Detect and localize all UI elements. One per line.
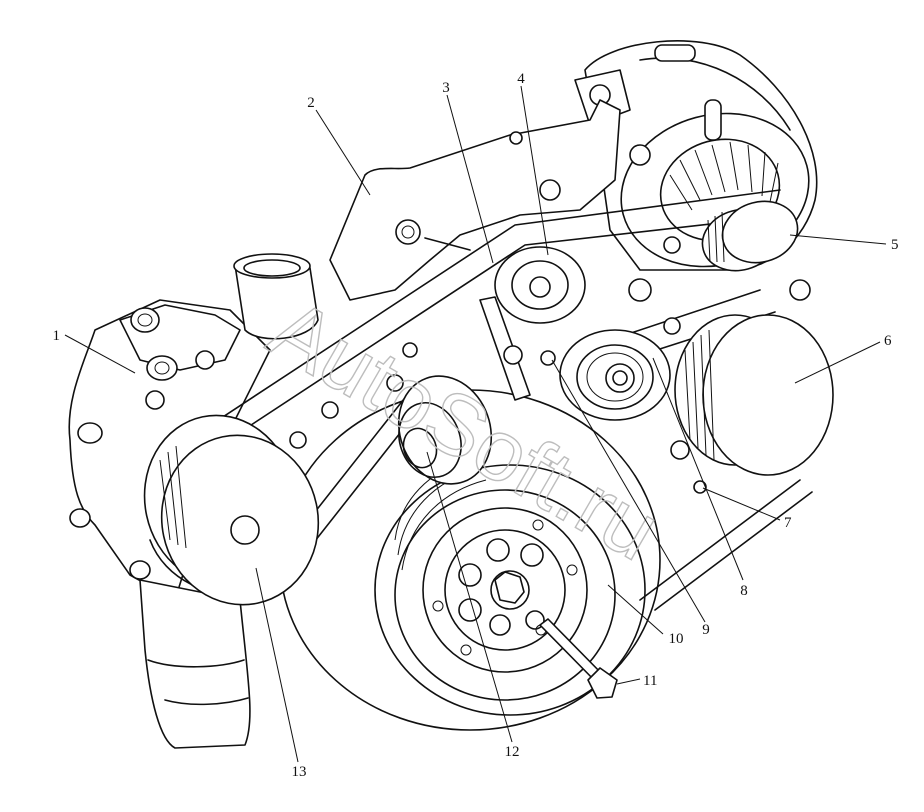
label-4: 4 <box>517 71 525 87</box>
label-7: 7 <box>784 515 792 531</box>
label-8: 8 <box>740 583 748 599</box>
label-13: 13 <box>292 764 307 780</box>
drive-belt <box>149 189 813 611</box>
water-pump-pulley <box>143 342 418 606</box>
label-9: 9 <box>702 622 710 638</box>
crankshaft-pulley <box>279 389 661 731</box>
label-2: 2 <box>307 95 315 111</box>
alternator-pulley <box>701 200 799 272</box>
tensioner-pulley <box>540 317 681 421</box>
pulley-6 <box>670 279 834 494</box>
idler-pulley-4 <box>479 246 586 401</box>
label-3: 3 <box>442 80 450 96</box>
bracket <box>329 99 621 301</box>
label-5: 5 <box>891 237 899 253</box>
leader-lines <box>64 85 887 763</box>
label-10: 10 <box>669 631 684 647</box>
part-labels: 1 2 3 4 5 6 7 8 9 10 11 12 13 <box>53 71 899 780</box>
label-1: 1 <box>53 328 61 344</box>
label-6: 6 <box>884 333 892 349</box>
label-11: 11 <box>643 673 657 689</box>
label-12: 12 <box>505 744 520 760</box>
idler-pulley-12 <box>397 375 493 485</box>
